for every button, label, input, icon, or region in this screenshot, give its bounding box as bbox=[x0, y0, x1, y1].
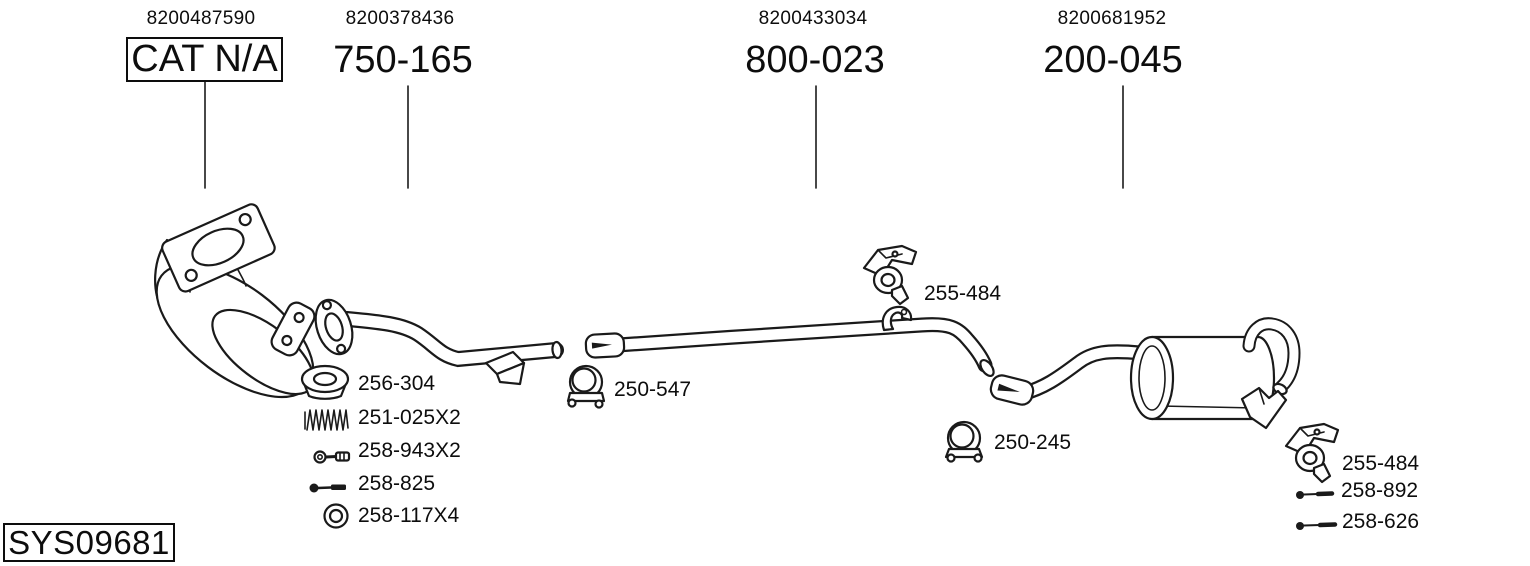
system-code: SYS09681 bbox=[3, 523, 175, 562]
part-label-hanger-rear: 255-484 bbox=[1342, 452, 1420, 475]
part-label-washer: 258-117X4 bbox=[358, 504, 460, 527]
oe-ref-number: 8200433034 bbox=[758, 8, 868, 29]
section-label-muffler: 200-045 bbox=[1043, 39, 1183, 81]
part-label-bolt-rear-2: 258-626 bbox=[1342, 510, 1420, 533]
hanger-icon bbox=[1284, 422, 1340, 484]
part-label-bolt-short: 258-943X2 bbox=[358, 439, 461, 462]
part-label-bolt-long: 258-825 bbox=[358, 472, 436, 495]
part-label-spring: 251-025X2 bbox=[358, 406, 461, 429]
part-label-clamp-mid: 250-547 bbox=[614, 378, 692, 401]
section-label-cat: CAT N/A bbox=[126, 37, 283, 82]
front-pipe-drawing bbox=[314, 298, 564, 386]
bolt-icon bbox=[313, 450, 351, 464]
catalytic-converter-drawing bbox=[154, 203, 316, 399]
oe-ref-number: 8200378436 bbox=[345, 8, 455, 29]
section-label-middlepipe: 800-023 bbox=[745, 39, 885, 81]
oe-ref-number: 8200681952 bbox=[1057, 8, 1167, 29]
part-label-hanger-mid: 255-484 bbox=[924, 282, 1002, 305]
bolt-icon bbox=[1296, 491, 1335, 499]
bolt-icon bbox=[1296, 522, 1338, 530]
oe-ref-number: 8200487590 bbox=[146, 8, 256, 29]
coil-spring-icon bbox=[304, 409, 349, 431]
clamp-icon bbox=[566, 364, 606, 409]
part-label-gasket: 256-304 bbox=[358, 372, 436, 395]
washer-icon bbox=[323, 503, 349, 529]
bolt-icon bbox=[309, 483, 346, 493]
hanger-icon bbox=[862, 244, 918, 306]
section-label-frontpipe: 750-165 bbox=[333, 39, 473, 81]
rear-muffler-drawing bbox=[989, 317, 1301, 430]
part-label-clamp-rear: 250-245 bbox=[994, 431, 1072, 454]
part-label-bolt-rear-1: 258-892 bbox=[1341, 479, 1419, 502]
middle-pipe-drawing bbox=[584, 305, 995, 378]
gasket-icon bbox=[300, 364, 350, 400]
clamp-icon bbox=[944, 420, 984, 463]
